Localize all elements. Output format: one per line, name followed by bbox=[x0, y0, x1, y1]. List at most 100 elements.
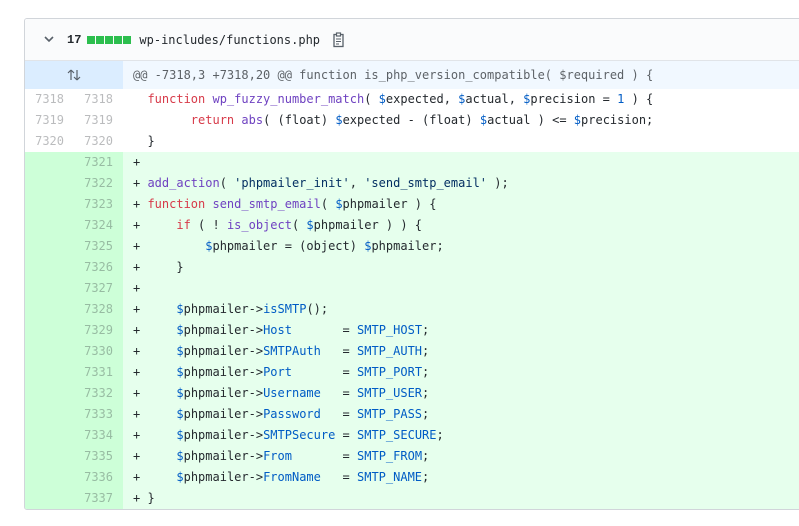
added-line: 7328+ $phpmailer->isSMTP(); bbox=[25, 299, 799, 320]
code-token: = bbox=[320, 470, 357, 484]
old-line-number[interactable] bbox=[25, 299, 74, 320]
code-token: $ bbox=[523, 92, 531, 106]
old-line-number[interactable] bbox=[25, 320, 74, 341]
new-line-number[interactable]: 7333 bbox=[74, 404, 123, 425]
old-line-number[interactable] bbox=[25, 425, 74, 446]
code-token: + bbox=[133, 302, 177, 316]
old-line-number[interactable] bbox=[25, 383, 74, 404]
code-line: + } bbox=[123, 488, 799, 509]
code-token: $ bbox=[335, 197, 343, 211]
new-line-number[interactable]: 7318 bbox=[74, 89, 123, 110]
new-line-number[interactable]: 7322 bbox=[74, 173, 123, 194]
code-token: Port bbox=[263, 365, 292, 379]
diffstat-bar bbox=[87, 35, 132, 44]
new-line-number[interactable]: 7319 bbox=[74, 110, 123, 131]
code-token: $ bbox=[458, 92, 466, 106]
old-line-number[interactable] bbox=[25, 194, 74, 215]
file-header: 17 wp-includes/functions.php bbox=[25, 19, 799, 61]
code-token: $ bbox=[378, 92, 386, 106]
new-line-number[interactable]: 7327 bbox=[74, 278, 123, 299]
code-token: function bbox=[147, 92, 206, 106]
code-token: precision; bbox=[581, 113, 654, 127]
code-token: ; bbox=[436, 428, 444, 442]
code-token bbox=[133, 92, 147, 106]
new-line-number[interactable]: 7335 bbox=[74, 446, 123, 467]
code-token: Username bbox=[263, 386, 321, 400]
code-token bbox=[133, 113, 191, 127]
diffstat-block bbox=[123, 35, 132, 44]
clipboard-icon[interactable] bbox=[332, 31, 346, 48]
old-line-number[interactable] bbox=[25, 404, 74, 425]
old-line-number[interactable]: 7318 bbox=[25, 89, 74, 110]
chevron-down-icon[interactable] bbox=[43, 34, 55, 46]
new-line-number[interactable]: 7334 bbox=[74, 425, 123, 446]
old-line-number[interactable] bbox=[25, 257, 74, 278]
code-token: $ bbox=[176, 323, 184, 337]
code-token: 1 bbox=[617, 92, 625, 106]
added-line: 7326+ } bbox=[25, 257, 799, 278]
code-token: $ bbox=[176, 407, 184, 421]
code-token: SMTP_USER bbox=[357, 386, 423, 400]
code-token: Host bbox=[263, 323, 292, 337]
code-token: phpmailer-> bbox=[183, 386, 264, 400]
new-line-number[interactable]: 7323 bbox=[74, 194, 123, 215]
new-line-number[interactable]: 7336 bbox=[74, 467, 123, 488]
code-token: ; bbox=[422, 386, 430, 400]
code-token: ); bbox=[487, 176, 509, 190]
code-token: + bbox=[133, 470, 177, 484]
code-token: wp_fuzzy_number_match bbox=[212, 92, 365, 106]
code-token: = bbox=[335, 428, 358, 442]
old-line-number[interactable] bbox=[25, 362, 74, 383]
code-line: + $phpmailer->Username = SMTP_USER; bbox=[123, 383, 799, 404]
code-token: FromName bbox=[263, 470, 321, 484]
code-token: + bbox=[133, 323, 177, 337]
new-line-number[interactable]: 7326 bbox=[74, 257, 123, 278]
old-line-number[interactable] bbox=[25, 173, 74, 194]
diffstat-block bbox=[105, 35, 114, 44]
code-token: Password bbox=[263, 407, 321, 421]
old-line-number[interactable]: 7319 bbox=[25, 110, 74, 131]
code-token: $ bbox=[176, 428, 184, 442]
code-token: precision = bbox=[530, 92, 618, 106]
new-line-number[interactable]: 7320 bbox=[74, 131, 123, 152]
hunk-header: @@ -7318,3 +7318,20 @@ function is_php_v… bbox=[123, 61, 799, 89]
new-line-number[interactable]: 7331 bbox=[74, 362, 123, 383]
new-line-number[interactable]: 7332 bbox=[74, 383, 123, 404]
new-line-number[interactable]: 7321 bbox=[74, 152, 123, 173]
old-line-number[interactable] bbox=[25, 467, 74, 488]
code-token: + bbox=[133, 449, 177, 463]
code-token: SMTP_SECURE bbox=[357, 428, 437, 442]
expand-lines-icon[interactable] bbox=[25, 61, 123, 89]
new-line-number[interactable]: 7324 bbox=[74, 215, 123, 236]
code-token: $ bbox=[335, 113, 343, 127]
added-line: 7335+ $phpmailer->From = SMTP_FROM; bbox=[25, 446, 799, 467]
code-token: SMTP_PASS bbox=[357, 407, 423, 421]
diffstat-block bbox=[114, 35, 123, 44]
code-line: + $phpmailer = (object) $phpmailer; bbox=[123, 236, 799, 257]
code-token: phpmailer = (object) bbox=[212, 239, 365, 253]
added-line: 7321+ bbox=[25, 152, 799, 173]
code-token: actual, bbox=[465, 92, 524, 106]
old-line-number[interactable] bbox=[25, 152, 74, 173]
code-line: + add_action( 'phpmailer_init', 'send_sm… bbox=[123, 173, 799, 194]
new-line-number[interactable]: 7329 bbox=[74, 320, 123, 341]
file-path[interactable]: wp-includes/functions.php bbox=[139, 32, 321, 47]
code-token: 'phpmailer_init' bbox=[234, 176, 350, 190]
old-line-number[interactable] bbox=[25, 446, 74, 467]
old-line-number[interactable] bbox=[25, 236, 74, 257]
new-line-number[interactable]: 7337 bbox=[74, 488, 123, 509]
new-line-number[interactable]: 7328 bbox=[74, 299, 123, 320]
old-line-number[interactable] bbox=[25, 341, 74, 362]
old-line-number[interactable] bbox=[25, 215, 74, 236]
diffstat-block bbox=[87, 35, 96, 44]
code-token: actual ) <= bbox=[487, 113, 574, 127]
code-token: + bbox=[133, 344, 177, 358]
new-line-number[interactable]: 7325 bbox=[74, 236, 123, 257]
old-line-number[interactable] bbox=[25, 488, 74, 509]
new-line-number[interactable]: 7330 bbox=[74, 341, 123, 362]
old-line-number[interactable] bbox=[25, 278, 74, 299]
code-line: + $phpmailer->Password = SMTP_PASS; bbox=[123, 404, 799, 425]
old-line-number[interactable]: 7320 bbox=[25, 131, 74, 152]
